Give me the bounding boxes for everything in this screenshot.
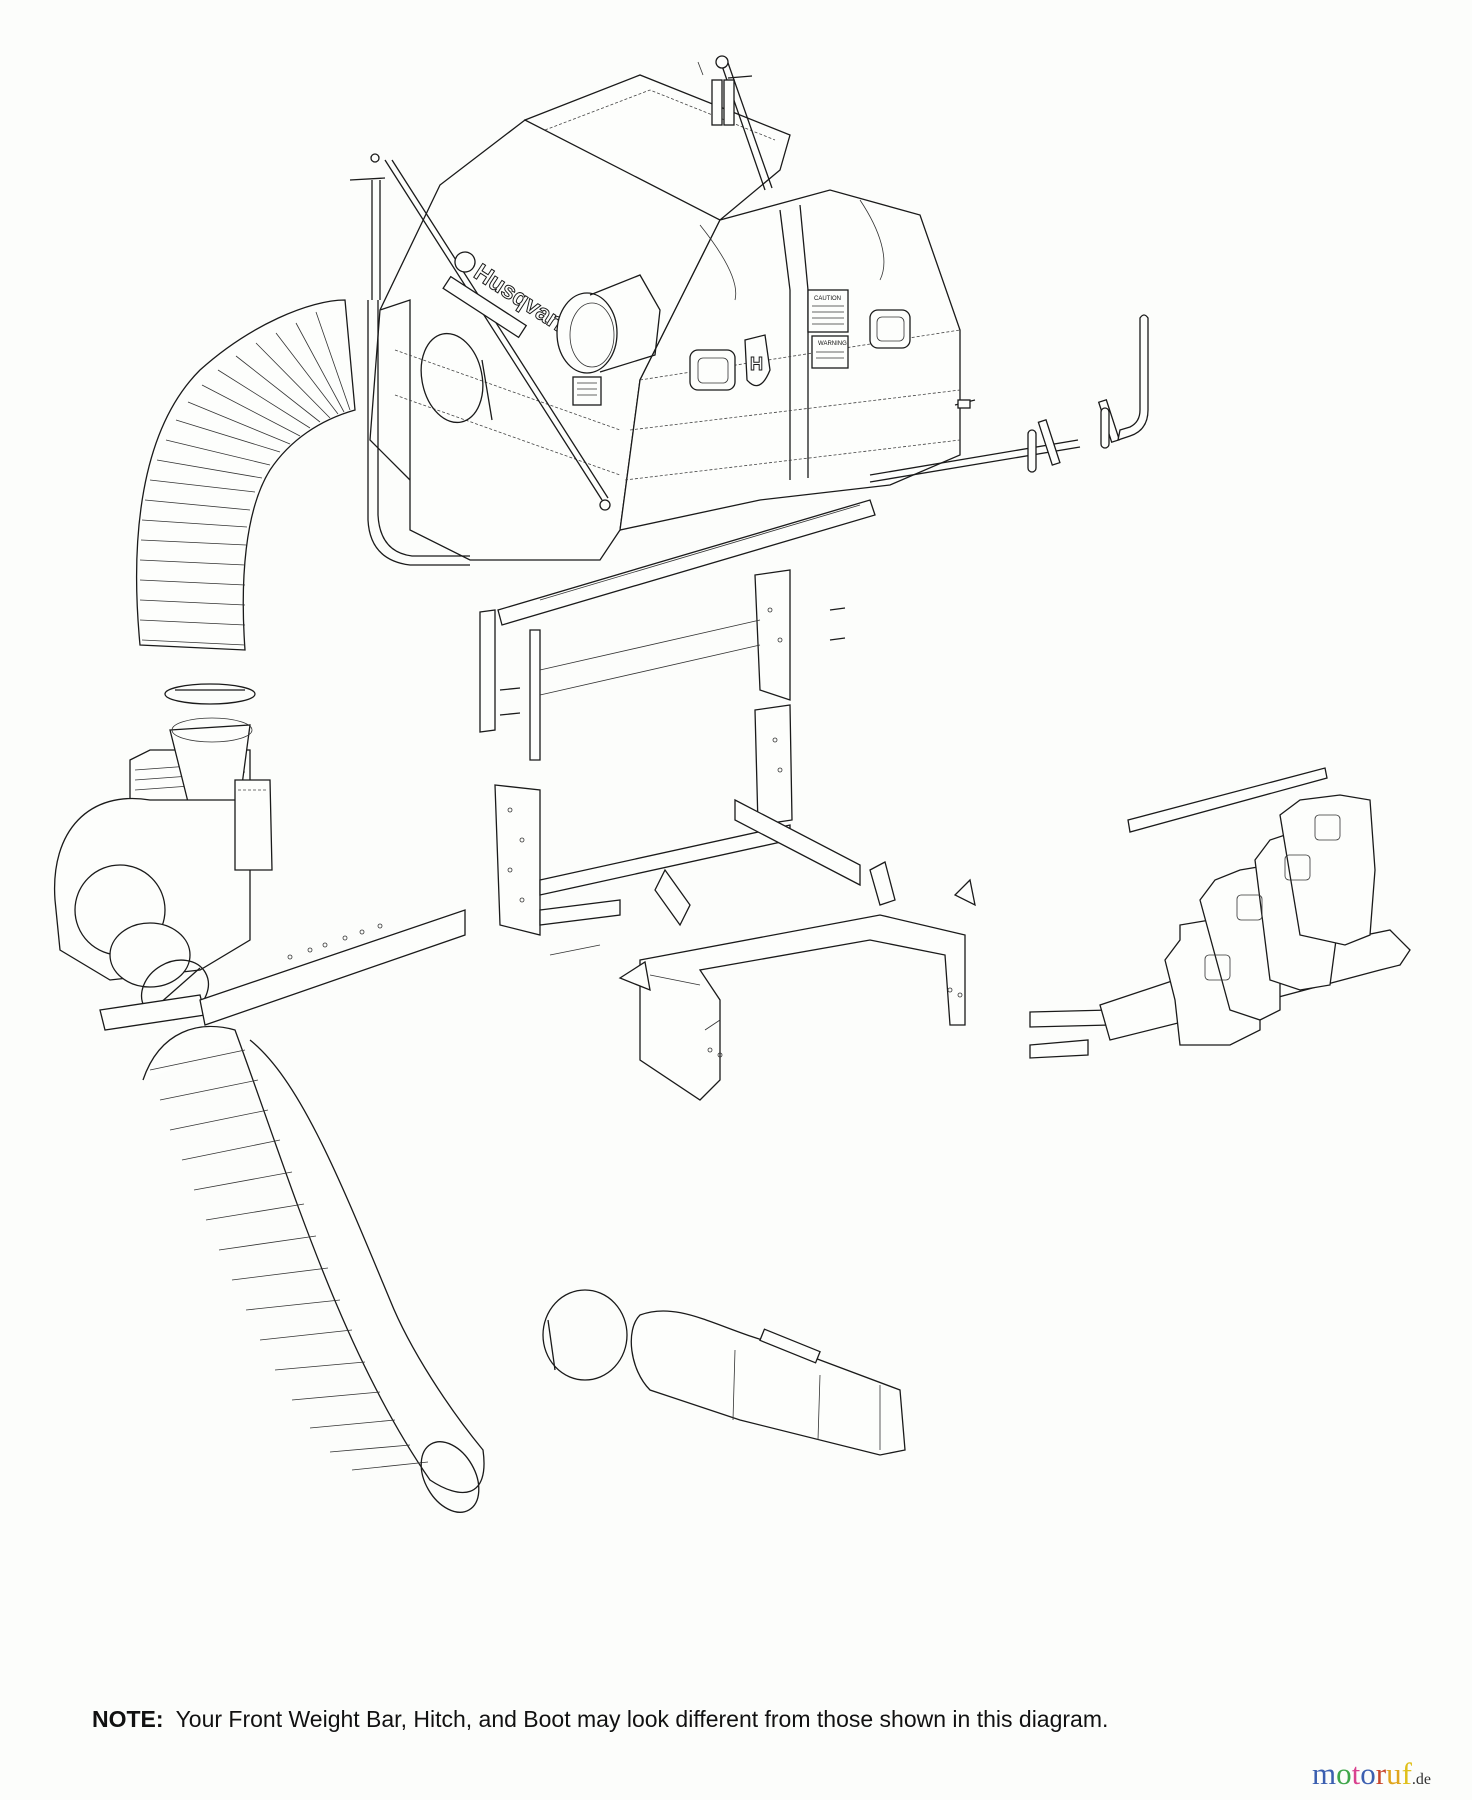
svg-text:WARNING: WARNING: [818, 341, 847, 347]
note-text: Your Front Weight Bar, Hitch, and Boot m…: [175, 1706, 1109, 1732]
diagram-note: NOTE: Your Front Weight Bar, Hitch, and B…: [92, 1706, 1108, 1733]
front-weight-bar: [1029, 767, 1411, 1059]
watermark-letter: u: [1386, 1756, 1402, 1791]
blower-mount-bar: [199, 909, 466, 1026]
watermark-letter: o: [1336, 1756, 1352, 1791]
hitch: [618, 861, 976, 1101]
support-frame: [479, 499, 876, 956]
blower: [53, 717, 273, 1031]
hose-clamp-lower: [542, 1289, 628, 1381]
lower-hose: [142, 1025, 485, 1513]
watermark-letter: f: [1401, 1756, 1412, 1791]
svg-text:H: H: [750, 354, 763, 374]
parts-diagram: Husqvarna CAUTION WARNING H: [53, 55, 1411, 1513]
watermark-letter: t: [1351, 1756, 1361, 1791]
hopper-assembly: Husqvarna CAUTION WARNING H: [349, 55, 976, 566]
caution-decal: [807, 289, 849, 333]
motoruf-watermark: motoruf.de: [1312, 1756, 1431, 1792]
husqvarna-emblem: H: [744, 334, 771, 387]
watermark-tld: .de: [1411, 1771, 1432, 1788]
hose-clamp-upper: [164, 683, 256, 705]
watermark-letter: m: [1312, 1756, 1337, 1791]
watermark-letter: o: [1360, 1756, 1376, 1791]
svg-text:CAUTION: CAUTION: [814, 296, 841, 302]
note-label: NOTE:: [92, 1706, 164, 1732]
upper-hose: [135, 299, 356, 651]
dump-handle-assembly: [869, 314, 1149, 483]
boot: [630, 1310, 906, 1456]
watermark-letter: r: [1375, 1756, 1387, 1791]
